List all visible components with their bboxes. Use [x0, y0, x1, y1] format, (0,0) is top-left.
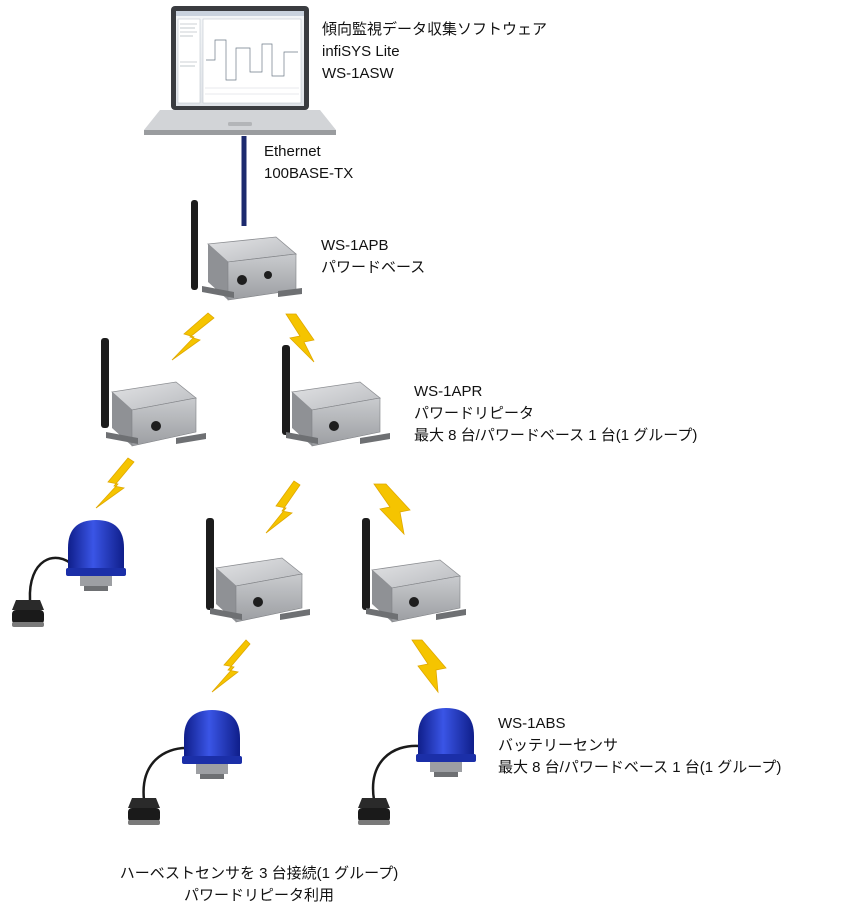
battery-sensor-model: WS-1ABS: [498, 715, 566, 732]
power-repeater-name: パワードリピータ: [414, 405, 535, 422]
battery-sensor-name: バッテリーセンサ: [498, 737, 619, 754]
wireless-link-icon-3: [95, 457, 135, 509]
software-name: 傾向監視データ収集ソフトウェア: [322, 21, 548, 38]
power-base-name: パワードベース: [321, 259, 426, 276]
wireless-link-icon-2: [285, 313, 315, 363]
battery-sensor-device-1: [12, 520, 126, 627]
battery-sensor-limit: 最大 8 台/パワードベース 1 台(1 グループ): [498, 759, 782, 776]
power-repeater-model: WS-1APR: [414, 383, 483, 400]
wireless-link-icon-1: [171, 312, 215, 361]
wireless-link-icon-6: [211, 639, 251, 693]
footer-caption: ハーベストセンサを 3 台接続(1 グループ) パワードリピータ利用: [74, 863, 444, 907]
software-product: infiSYS Lite: [322, 43, 400, 60]
battery-sensor-device-2: [128, 710, 242, 825]
power-repeater-device-1: [101, 338, 206, 447]
power-base-device: [191, 200, 302, 301]
power-base-label: WS-1APB パワードベース: [321, 235, 425, 279]
wireless-link-icon-7: [411, 639, 447, 694]
power-repeater-device-3: [206, 518, 310, 623]
wireless-link-icon-4: [265, 480, 301, 534]
power-repeater-limit: 最大 8 台/パワードベース 1 台(1 グループ): [414, 427, 698, 444]
laptop-icon: [144, 6, 336, 135]
power-repeater-label: WS-1APR パワードリピータ 最大 8 台/パワードベース 1 台(1 グル…: [414, 381, 697, 447]
power-base-model: WS-1APB: [321, 237, 389, 254]
connection-standard: 100BASE-TX: [264, 165, 354, 182]
power-repeater-device-4: [362, 518, 466, 623]
footer-line-2: パワードリピータ利用: [183, 887, 334, 904]
connection-type: Ethernet: [264, 143, 321, 160]
battery-sensor-device-3: [358, 708, 476, 825]
software-model: WS-1ASW: [322, 65, 394, 82]
footer-line-1: ハーベストセンサを 3 台接続(1 グループ): [119, 865, 399, 882]
power-repeater-device-2: [282, 345, 390, 447]
connection-label: Ethernet 100BASE-TX: [264, 141, 353, 185]
wireless-link-icon-5: [373, 483, 411, 536]
battery-sensor-label: WS-1ABS バッテリーセンサ 最大 8 台/パワードベース 1 台(1 グル…: [498, 713, 781, 779]
software-label: 傾向監視データ収集ソフトウェア infiSYS Lite WS-1ASW: [322, 19, 547, 85]
